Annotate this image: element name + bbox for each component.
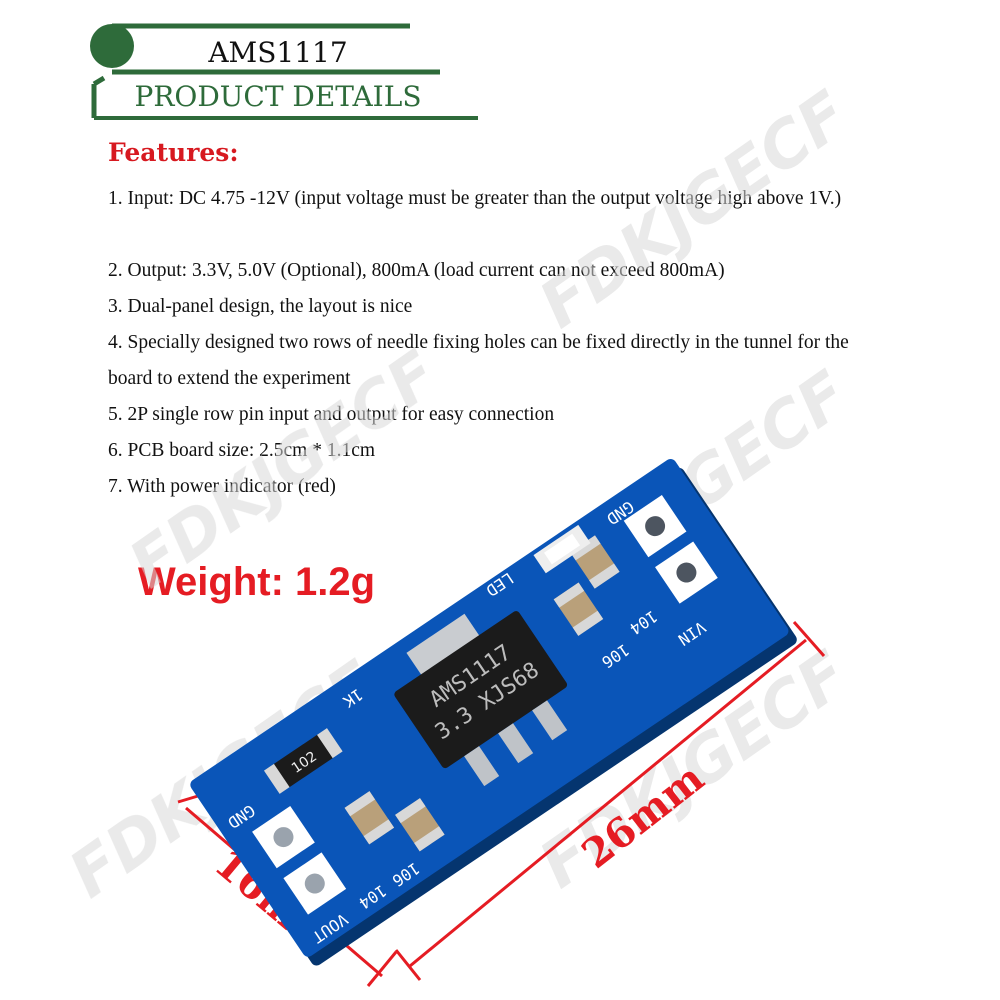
banner-decoration	[90, 23, 478, 120]
svg-text:FDKJGECF: FDKJGECF	[117, 338, 452, 603]
product-details-title: PRODUCT DETAILS	[134, 80, 421, 113]
feature-item: 1. Input: DC 4.75 -12V (input voltage mu…	[108, 188, 842, 209]
feature-item: 2. Output: 3.3V, 5.0V (Optional), 800mA …	[108, 260, 725, 281]
model-title: AMS1117	[207, 36, 347, 69]
header-banner: AMS1117 PRODUCT DETAILS	[90, 23, 478, 120]
pcb-board: AMS1117 3.3 XJS68 102	[190, 459, 797, 966]
feature-item: 5. 2P single row pin input and output fo…	[108, 404, 555, 425]
output-pin-pads	[252, 806, 347, 915]
feature-item: 4. Specially designed two rows of needle…	[108, 332, 849, 389]
svg-text:FDKJGECF: FDKJGECF	[527, 78, 862, 343]
capacitors	[344, 535, 620, 852]
feature-item: 3. Dual-panel design, the layout is nice	[108, 296, 413, 317]
regulator-chip: AMS1117 3.3 XJS68	[394, 611, 568, 787]
input-pin-pads	[623, 495, 718, 604]
length-dimension	[394, 621, 826, 981]
features-heading: Features:	[108, 138, 239, 167]
feature-item: 7. With power indicator (red)	[108, 476, 336, 497]
power-led	[533, 524, 591, 574]
weight-label: Weight: 1.2g	[138, 560, 376, 604]
feature-item: 6. PCB board size: 2.5cm * 1.1cm	[108, 440, 376, 461]
